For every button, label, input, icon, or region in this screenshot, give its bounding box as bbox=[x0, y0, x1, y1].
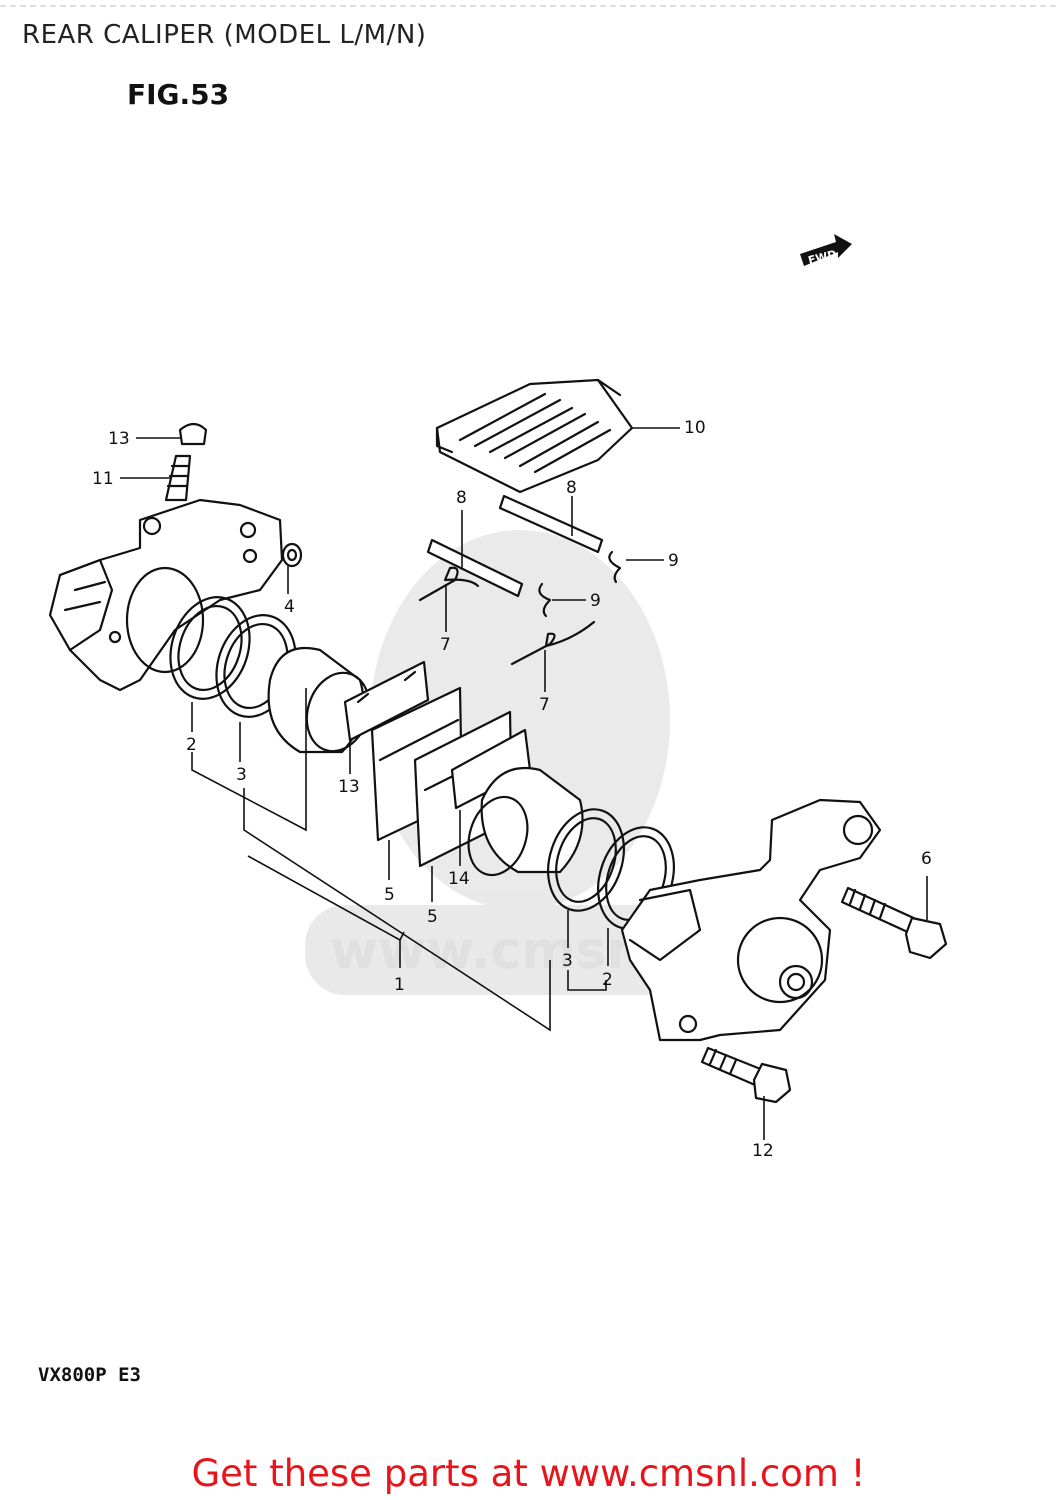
part-12-bleeder-cap bbox=[178, 422, 208, 446]
right-piston bbox=[467, 766, 584, 877]
part-7-spring-right bbox=[510, 620, 596, 666]
callout-13-left: 13 bbox=[338, 777, 360, 797]
part-11-bleeder-valve bbox=[164, 454, 192, 502]
part-8-pad-pin-upper bbox=[498, 494, 604, 554]
fwd-arrow-icon: FWD bbox=[800, 234, 852, 267]
page-title: REAR CALIPER (MODEL L/M/N) bbox=[22, 20, 427, 50]
part-9-clip-lower bbox=[538, 582, 552, 618]
callout-3-left: 3 bbox=[236, 765, 247, 785]
callout-8-right: 8 bbox=[566, 478, 577, 498]
part-13-shim-left bbox=[343, 660, 430, 742]
callout-11: 11 bbox=[92, 469, 114, 489]
model-code: VX800P E3 bbox=[38, 1364, 141, 1386]
part-7-spring-left bbox=[418, 566, 480, 602]
left-caliper-housing bbox=[48, 498, 284, 692]
callout-9-lower: 9 bbox=[590, 591, 601, 611]
callout-14: 12 bbox=[752, 1141, 774, 1161]
part-8-pad-pin-lower bbox=[426, 538, 524, 598]
cmsnl-parts-link[interactable]: Get these parts at www.cmsnl.com ! bbox=[191, 1452, 866, 1495]
part-6-bolt bbox=[840, 886, 948, 960]
callout-10: 10 bbox=[684, 418, 706, 438]
part-10-pad-spring bbox=[435, 378, 634, 494]
callout-4: 4 bbox=[284, 597, 295, 617]
right-dust-seal-3 bbox=[547, 808, 625, 912]
callout-13-right: 14 bbox=[448, 869, 470, 889]
leader-lines bbox=[120, 427, 928, 1140]
callout-9-upper: 9 bbox=[668, 551, 679, 571]
callout-2-right: 2 bbox=[602, 970, 613, 990]
right-caliper-housing bbox=[620, 798, 882, 1042]
callout-3-right: 3 bbox=[562, 951, 573, 971]
callout-labels: 13 11 4 10 8 8 9 9 7 7 2 3 13 5 5 14 1 3… bbox=[92, 418, 932, 1161]
callout-7-right: 7 bbox=[539, 695, 550, 715]
rear-caliper-exploded-diagram: www.cmsnl.com FWD bbox=[0, 5, 1057, 1161]
callout-5-right: 5 bbox=[427, 907, 438, 927]
callout-8-left: 8 bbox=[456, 488, 467, 508]
callout-1: 1 bbox=[394, 975, 405, 995]
left-piston-seal-2 bbox=[169, 596, 251, 700]
figure-number: FIG.53 bbox=[127, 78, 230, 111]
callout-6: 6 bbox=[921, 849, 932, 869]
part-9-clip-upper bbox=[608, 550, 622, 584]
assembly-brackets bbox=[191, 688, 607, 1032]
part-14-bolt bbox=[700, 1046, 792, 1104]
callout-12: 13 bbox=[108, 429, 130, 449]
part-4-washer bbox=[281, 542, 303, 568]
callout-7-left: 7 bbox=[440, 635, 451, 655]
callout-2-left: 2 bbox=[186, 735, 197, 755]
callout-5-left: 5 bbox=[384, 885, 395, 905]
